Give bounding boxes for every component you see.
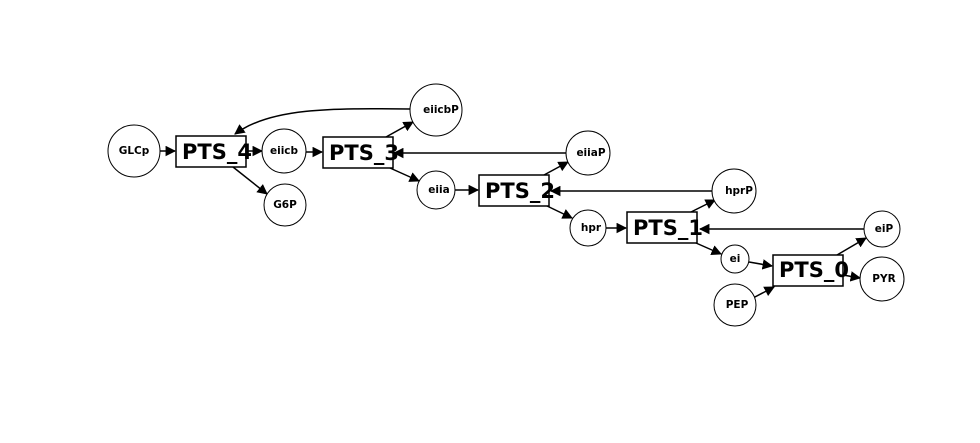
edge-eiicbp-pts4 <box>234 107 411 135</box>
node-eiicb: eiicb <box>261 128 307 174</box>
edge-pts4-g6p <box>232 166 268 195</box>
node-eip: eiP <box>863 210 901 248</box>
node-eiiap-label: eiiaP <box>576 147 605 159</box>
reaction-pts2: PTS_2 <box>478 174 555 207</box>
node-ei: ei <box>720 244 750 274</box>
reaction-pts2-label: PTS_2 <box>485 179 555 203</box>
reaction-pts3: PTS_3 <box>322 136 399 169</box>
edge-pts1-ei <box>695 242 722 255</box>
edge-pts2-hpr <box>544 204 573 219</box>
reaction-pts4-label: PTS_4 <box>182 140 252 164</box>
node-g6p: G6P <box>263 183 307 227</box>
edge-pts2-eiiap <box>543 161 569 176</box>
node-hprp-label: hprP <box>725 185 753 197</box>
edge-pts3-eiicbp <box>385 121 414 138</box>
reaction-pts1-label: PTS_1 <box>633 216 703 240</box>
node-eiicbp: eiicbP <box>409 83 463 137</box>
node-pep-label: PEP <box>726 299 749 311</box>
reaction-pts0: PTS_0 <box>772 254 849 287</box>
species-nodes: GLCp eiicb G6P eiicbP eiia eiiaP hpr hp <box>107 83 905 327</box>
reaction-pts0-label: PTS_0 <box>779 258 849 282</box>
edge-pts0-pyr <box>842 271 862 282</box>
node-hpr: hpr <box>569 209 607 247</box>
edge-pts0-eip <box>836 237 867 256</box>
node-pyr: PYR <box>859 256 905 302</box>
edge-pts3-eiia <box>389 167 420 182</box>
node-g6p-label: G6P <box>273 199 297 211</box>
node-eip-label: eiP <box>875 223 894 235</box>
edge-ei-pts0 <box>748 259 774 270</box>
node-eiicbp-label: eiicbP <box>423 104 459 116</box>
node-eiicb-label: eiicb <box>270 145 299 157</box>
edge-pts1-hprp <box>690 199 716 213</box>
node-glcp-label: GLCp <box>119 145 150 157</box>
node-ei-label: ei <box>730 253 741 265</box>
node-hpr-label: hpr <box>581 222 602 234</box>
node-pyr-label: PYR <box>872 273 895 285</box>
edge-pep-pts0 <box>752 286 775 299</box>
node-eiia: eiia <box>416 170 456 210</box>
reaction-nodes: PTS_4 PTS_3 PTS_2 PTS_1 PTS_0 <box>175 135 849 287</box>
reaction-pts4: PTS_4 <box>175 135 252 168</box>
node-hprp: hprP <box>711 168 757 214</box>
edges <box>159 107 867 299</box>
node-pep: PEP <box>713 283 757 327</box>
reaction-pts3-label: PTS_3 <box>329 141 399 165</box>
node-eiia-label: eiia <box>428 184 449 196</box>
node-eiiap: eiiaP <box>565 130 611 176</box>
reaction-pts1: PTS_1 <box>626 211 703 244</box>
node-glcp: GLCp <box>107 124 161 178</box>
